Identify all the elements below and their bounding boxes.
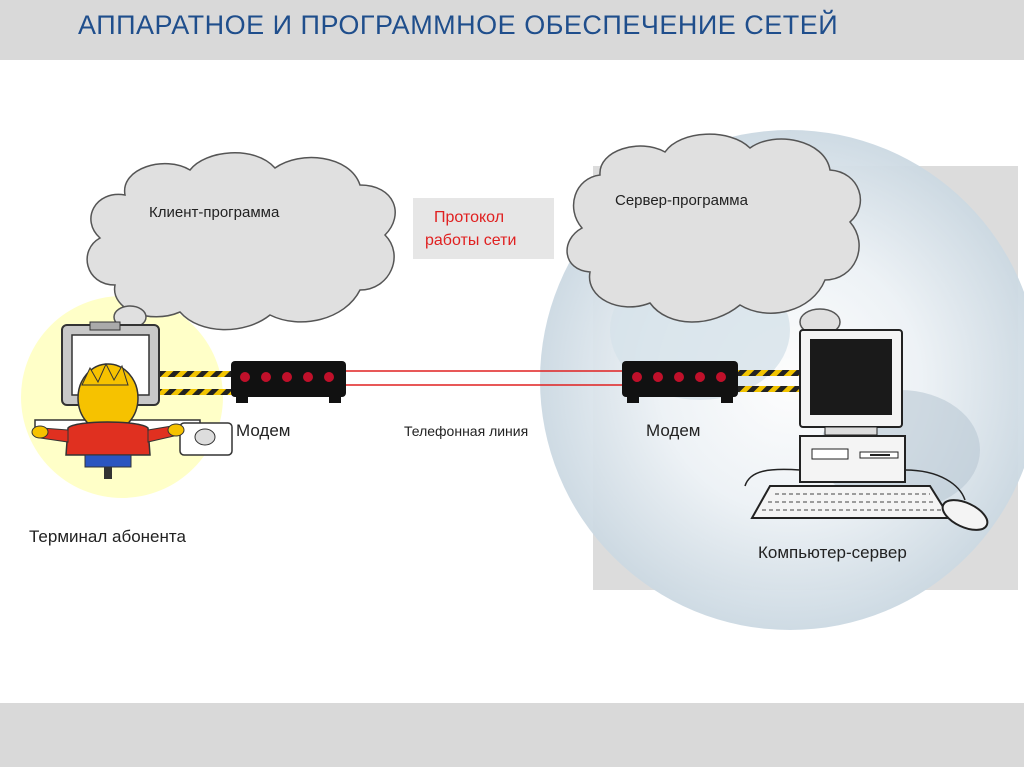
protocol-label-line1: Протокол <box>434 209 505 226</box>
left-modem-icon <box>231 361 346 403</box>
protocol-box: Протокол работы сети <box>413 198 554 259</box>
right-modem-icon <box>622 361 738 403</box>
protocol-label-line2: работы сети <box>425 232 517 249</box>
title-bar: АППАРАТНОЕ И ПРОГРАММНОЕ ОБЕСПЕЧЕНИЕ СЕТ… <box>0 0 1024 60</box>
right-cable <box>738 370 806 392</box>
server-computer-label: Компьютер-сервер <box>758 543 907 562</box>
terminal-label: Терминал абонента <box>29 527 186 546</box>
client-program-label: Клиент-программа <box>149 204 280 221</box>
left-cable <box>150 371 232 395</box>
server-program-label: Сервер-программа <box>615 192 748 209</box>
left-modem-label: Модем <box>236 421 291 440</box>
right-modem-label: Модем <box>646 421 701 440</box>
client-program-cloud <box>86 152 396 345</box>
bottom-bar <box>0 703 1024 767</box>
phone-line-label: Телефонная линия <box>404 423 529 439</box>
page-title: АППАРАТНОЕ И ПРОГРАММНОЕ ОБЕСПЕЧЕНИЕ СЕТ… <box>78 10 839 40</box>
terminal-user-icon <box>31 321 233 479</box>
server-computer-icon <box>744 329 989 531</box>
